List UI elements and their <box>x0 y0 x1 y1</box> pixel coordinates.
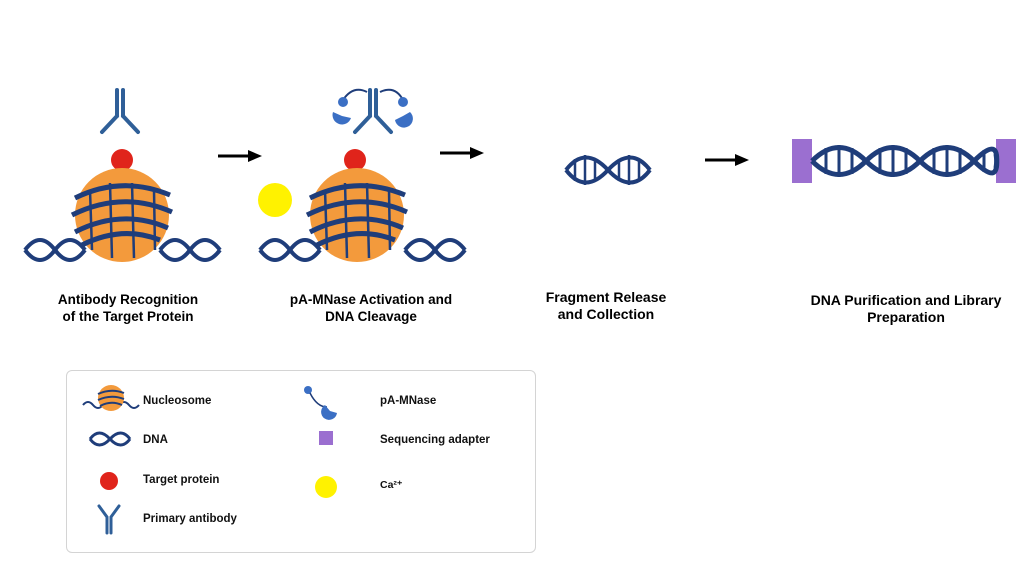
primary-antibody-icon <box>353 88 393 134</box>
nucleosome-icon <box>305 168 409 262</box>
target-protein-icon <box>100 472 118 490</box>
legend: Nucleosome DNA Target protein Primary an… <box>66 370 536 553</box>
adapter-ligated-dna-icon <box>792 139 1016 183</box>
primary-antibody-icon <box>100 88 140 134</box>
pa-mnase-icon <box>304 386 337 420</box>
sequencing-adapter-icon <box>319 431 333 445</box>
legend-sequencing-adapter-label: Sequencing adapter <box>380 434 490 446</box>
dna-icon <box>88 431 132 447</box>
target-protein-icon <box>344 149 366 171</box>
panel-1-illustration <box>23 88 222 262</box>
nucleosome-icon <box>82 385 140 411</box>
arrow-1-icon <box>218 150 262 162</box>
legend-target-protein-label: Target protein <box>143 474 220 486</box>
primary-antibody-icon <box>97 504 121 535</box>
calcium-icon <box>315 476 337 498</box>
legend-pa-mnase-label: pA-MNase <box>380 395 437 407</box>
arrow-2-icon <box>440 147 484 159</box>
panel-2-illustration <box>258 88 467 262</box>
legend-dna-label: DNA <box>143 434 168 446</box>
legend-nucleosome-label: Nucleosome <box>143 395 212 407</box>
sequencing-adapter-icon <box>996 139 1016 183</box>
dna-strand-icon <box>258 238 467 262</box>
pa-mnase-icon <box>332 88 413 128</box>
legend-calcium-label: Ca²⁺ <box>380 479 403 491</box>
target-protein-icon <box>111 149 133 171</box>
sequencing-adapter-icon <box>792 139 812 183</box>
arrow-3-icon <box>705 154 749 166</box>
nucleosome-icon <box>70 168 174 262</box>
calcium-icon <box>258 183 292 217</box>
dna-fragment-icon <box>564 155 652 185</box>
dna-strand-icon <box>23 238 222 262</box>
legend-primary-antibody-label: Primary antibody <box>143 513 237 525</box>
